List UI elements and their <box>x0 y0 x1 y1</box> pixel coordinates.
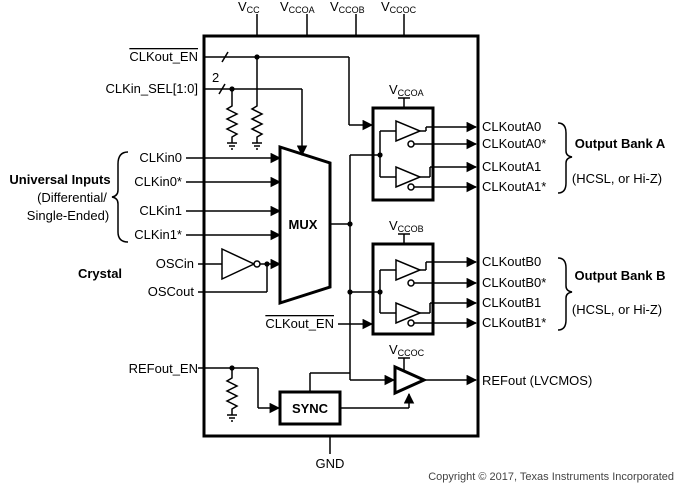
bank-a-mode: (HCSL, or Hi-Z) <box>572 171 662 186</box>
refout-supply: VCCOC <box>389 342 425 358</box>
sync-label: SYNC <box>292 401 329 416</box>
bank-a-brace <box>557 122 573 194</box>
mux-block <box>278 144 332 306</box>
mux-label: MUX <box>289 217 318 232</box>
refout-label: REFout (LVCMOS) <box>482 373 592 388</box>
clkin1-label: CLKin1 <box>139 203 182 218</box>
clkin-sel-wire <box>204 83 308 157</box>
refout-buffer <box>309 357 478 409</box>
clkout-en-label: CLKout_EN <box>129 49 198 64</box>
clkouta1-label: CLKoutA1 <box>482 159 541 174</box>
refout-en-wire <box>198 365 281 422</box>
clkin0n-label: CLKin0* <box>134 174 182 189</box>
vccob-label: VCCOB <box>330 0 365 15</box>
clkin-sel-label: CLKin_SEL[1:0] <box>105 81 198 96</box>
crystal-label: Crystal <box>78 266 122 281</box>
clkin1n-label: CLKin1* <box>134 227 182 242</box>
clkout-en-b-label: CLKout_EN <box>265 316 334 331</box>
bank-b-mode: (HCSL, or Hi-Z) <box>572 302 662 317</box>
vccoc-label: VCCOC <box>381 0 417 15</box>
clkin-wires <box>186 152 282 241</box>
gnd-label: GND <box>316 456 345 471</box>
universal-inputs-title: Universal Inputs <box>9 172 110 187</box>
bank-a-block: VCCOA <box>371 82 478 202</box>
supply-pins: VCC VCCOA VCCOB VCCOC <box>238 0 417 36</box>
clkoutb1-label: CLKoutB1 <box>482 295 541 310</box>
bank-a-supply: VCCOA <box>389 82 424 98</box>
chip-outline <box>202 34 480 438</box>
vcc-label: VCC <box>238 0 260 15</box>
crystal-oscillator <box>198 247 282 293</box>
oscout-label: OSCout <box>148 284 195 299</box>
clkoutb0n-label: CLKoutB0* <box>482 275 546 290</box>
vccoa-label: VCCOA <box>280 0 315 15</box>
clkin-sel-width: 2 <box>212 70 219 85</box>
universal-inputs-brace <box>111 151 129 243</box>
clkouta1n-label: CLKoutA1* <box>482 179 546 194</box>
copyright-text: Copyright © 2017, Texas Instruments Inco… <box>428 471 674 483</box>
bank-b-brace <box>557 257 573 331</box>
refout-en-label: REFout_EN <box>129 361 198 376</box>
bank-b-supply: VCCOB <box>389 218 424 234</box>
bank-a-title: Output Bank A <box>575 136 666 151</box>
bank-b-block: VCCOB <box>371 218 478 336</box>
clkouta0n-label: CLKoutA0* <box>482 136 546 151</box>
universal-inputs-line3: Single-Ended) <box>27 208 109 223</box>
clkoutb1n-label: CLKoutB1* <box>482 315 546 330</box>
oscin-label: OSCin <box>156 256 194 271</box>
clkin0-label: CLKin0 <box>139 150 182 165</box>
clkoutb0-label: CLKoutB0 <box>482 254 541 269</box>
clkouta0-label: CLKoutA0 <box>482 119 541 134</box>
mux-output-bus <box>330 154 396 386</box>
universal-inputs-line2: (Differential/ <box>37 190 107 205</box>
clkout-en-wire <box>204 51 374 150</box>
bank-b-title: Output Bank B <box>575 268 666 283</box>
